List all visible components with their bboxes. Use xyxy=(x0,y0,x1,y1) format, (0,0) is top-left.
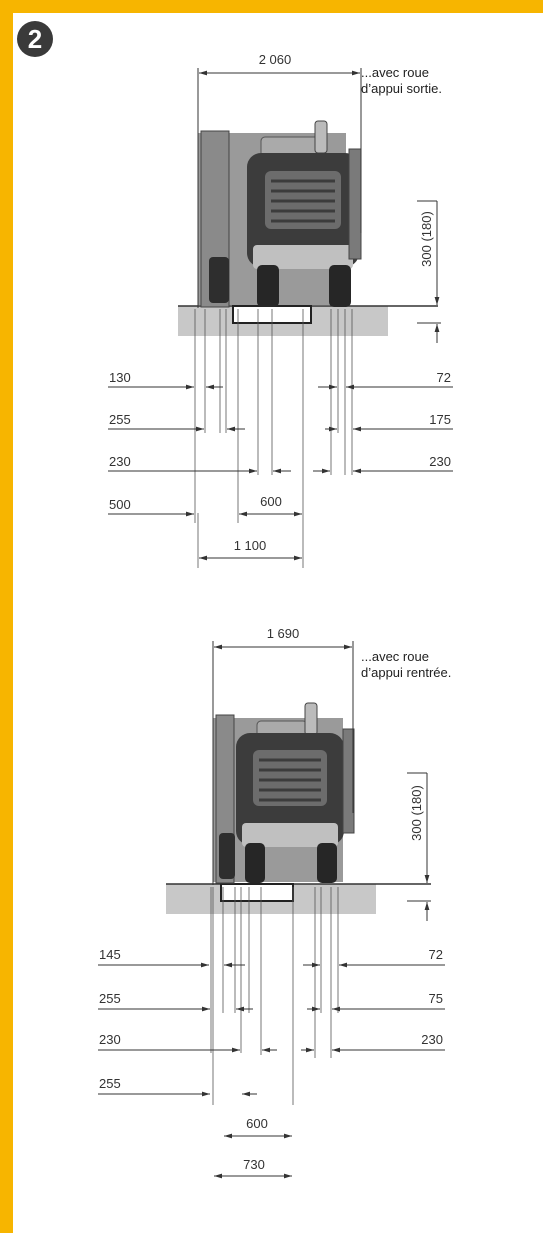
top-right-dim-1: 72 xyxy=(437,370,451,385)
top-right-dim-2: 175 xyxy=(429,412,451,427)
top-left-dim-3: 230 xyxy=(109,454,131,469)
top-bottom-dim: 1 100 xyxy=(234,538,267,553)
top-mid-dim: 600 xyxy=(260,494,282,509)
bottom-machine-illustration xyxy=(213,702,355,884)
top-caption-line1: ...avec roue xyxy=(361,65,429,80)
top-left-dimensions: 130 255 230 500 600 1 100 xyxy=(108,370,302,561)
top-machine-illustration xyxy=(198,120,362,308)
bottom-mid-dim: 600 xyxy=(246,1116,268,1131)
bottom-right-dimensions: 72 75 230 xyxy=(301,947,445,1053)
top-drawing: 2 060 300 (180) xyxy=(108,52,453,568)
step-number-badge: 2 xyxy=(17,21,53,57)
top-caption: ...avec roue d’appui sortie. xyxy=(361,65,442,97)
bottom-total-width: 1 690 xyxy=(267,626,300,641)
bottom-left-dim-4: 255 xyxy=(99,1076,121,1091)
bottom-drawing: 1 690 300 (180) xyxy=(98,626,445,1179)
diagram-panel: 2 ...avec roue d’appui sortie. ...avec r… xyxy=(13,13,543,1233)
top-caption-line2: d’appui sortie. xyxy=(361,81,442,96)
bottom-caption: ...avec roue d’appui rentrée. xyxy=(361,649,451,681)
top-left-dim-4: 500 xyxy=(109,497,131,512)
bottom-right-dim-3: 230 xyxy=(421,1032,443,1047)
top-right-dimensions: 72 175 230 xyxy=(313,370,453,474)
bottom-right-dim-1: 72 xyxy=(429,947,443,962)
bottom-left-dim-1: 145 xyxy=(99,947,121,962)
bottom-height-label: 300 (180) xyxy=(409,785,424,841)
bottom-right-dim-2: 75 xyxy=(429,991,443,1006)
top-height-label: 300 (180) xyxy=(419,211,434,267)
dimension-drawings: 2 060 300 (180) xyxy=(98,52,453,1179)
top-left-dim-2: 255 xyxy=(109,412,131,427)
top-right-dim-3: 230 xyxy=(429,454,451,469)
top-left-dim-1: 130 xyxy=(109,370,131,385)
bottom-left-dim-2: 255 xyxy=(99,991,121,1006)
bottom-caption-line1: ...avec roue xyxy=(361,649,429,664)
bottom-left-dimensions: 145 255 230 255 600 730 xyxy=(98,947,292,1179)
top-total-width: 2 060 xyxy=(259,52,292,67)
bottom-trench xyxy=(220,883,294,902)
bottom-caption-line2: d’appui rentrée. xyxy=(361,665,452,680)
bottom-left-dim-3: 230 xyxy=(99,1032,121,1047)
bottom-bottom-dim: 730 xyxy=(243,1157,265,1172)
